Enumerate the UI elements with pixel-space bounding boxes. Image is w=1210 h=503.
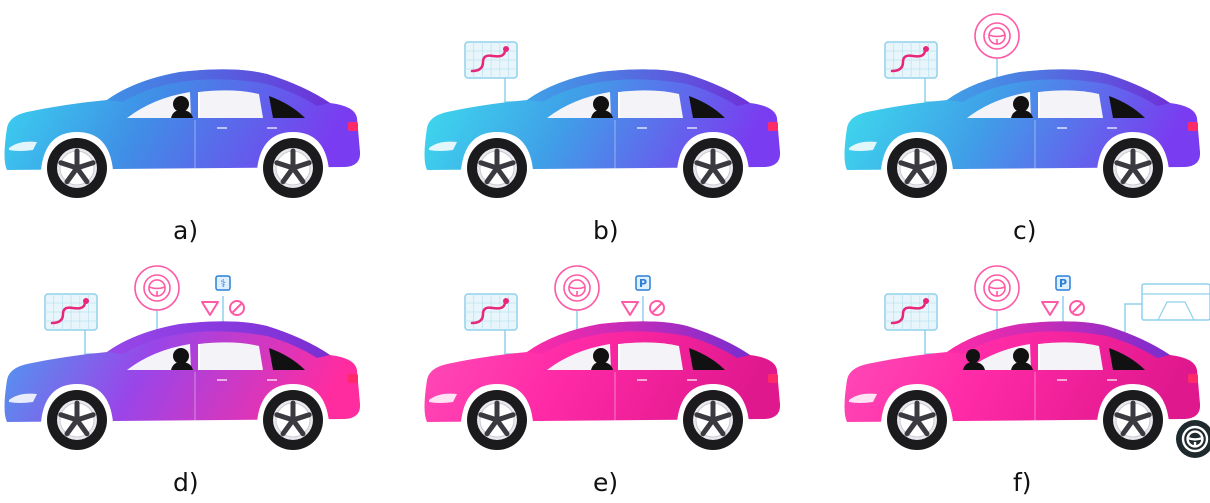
screen-icon <box>1115 283 1210 335</box>
no-entry-icon <box>229 300 245 316</box>
driver-silhouette <box>171 348 193 370</box>
taillight <box>348 374 358 383</box>
map-icon <box>44 293 125 355</box>
car-windows <box>547 90 725 118</box>
panel-label: b) <box>593 216 619 245</box>
map-icon <box>464 293 545 355</box>
driver-silhouette <box>171 96 193 118</box>
panel-d: ⚕ d) <box>4 252 405 503</box>
car-windows <box>967 90 1145 118</box>
no-entry-icon <box>649 300 665 316</box>
driver-silhouette <box>591 348 613 370</box>
headlight <box>9 141 37 151</box>
taillight <box>768 122 778 131</box>
front-wheel <box>47 138 107 198</box>
driver-silhouette <box>1011 96 1033 118</box>
rear-wheel <box>1103 138 1163 198</box>
parking-sign-icon: ⚕ <box>215 275 231 344</box>
taillight <box>768 374 778 383</box>
steering-wheel-icon <box>554 265 600 348</box>
panel-label: d) <box>173 468 199 497</box>
panel-label: f) <box>1013 468 1032 497</box>
rear-wheel <box>683 390 743 450</box>
panel-c: c) <box>844 0 1210 251</box>
map-icon <box>464 41 545 103</box>
rear-wheel <box>683 138 743 198</box>
taillight <box>348 122 358 131</box>
panel-label: e) <box>593 468 619 497</box>
front-wheel <box>467 390 527 450</box>
yield-sign-icon <box>1041 301 1059 316</box>
front-wheel <box>467 138 527 198</box>
car-windows <box>127 342 305 370</box>
svg-text:P: P <box>1059 277 1067 290</box>
car-windows <box>127 90 305 118</box>
rear-wheel <box>263 390 323 450</box>
front-wheel <box>887 138 947 198</box>
rear-wheel <box>1103 390 1163 450</box>
svg-text:P: P <box>639 277 647 290</box>
yield-sign-icon <box>621 301 639 316</box>
driver-silhouette <box>963 348 1033 370</box>
taillight <box>1188 374 1198 383</box>
svg-text:⚕: ⚕ <box>220 277 226 290</box>
headlight <box>429 393 457 403</box>
front-wheel <box>47 390 107 450</box>
driver-silhouette <box>591 96 613 118</box>
front-wheel <box>887 390 947 450</box>
headlight <box>9 393 37 403</box>
yield-sign-icon <box>201 301 219 316</box>
no-entry-icon <box>1069 300 1085 316</box>
steering-wheel-icon <box>974 13 1020 96</box>
panel-label: c) <box>1013 216 1037 245</box>
car-windows <box>967 342 1145 370</box>
headlight <box>849 393 877 403</box>
rear-wheel <box>263 138 323 198</box>
headlight <box>429 141 457 151</box>
panel-b: b) <box>424 0 825 251</box>
map-icon <box>884 41 965 103</box>
panel-label: a) <box>173 216 199 245</box>
headlight <box>849 141 877 151</box>
steering-wheel-corner-icon <box>1176 420 1210 458</box>
car-windows <box>547 342 725 370</box>
panel-a: a) <box>4 0 405 251</box>
map-icon <box>884 293 965 355</box>
taillight <box>1188 122 1198 131</box>
